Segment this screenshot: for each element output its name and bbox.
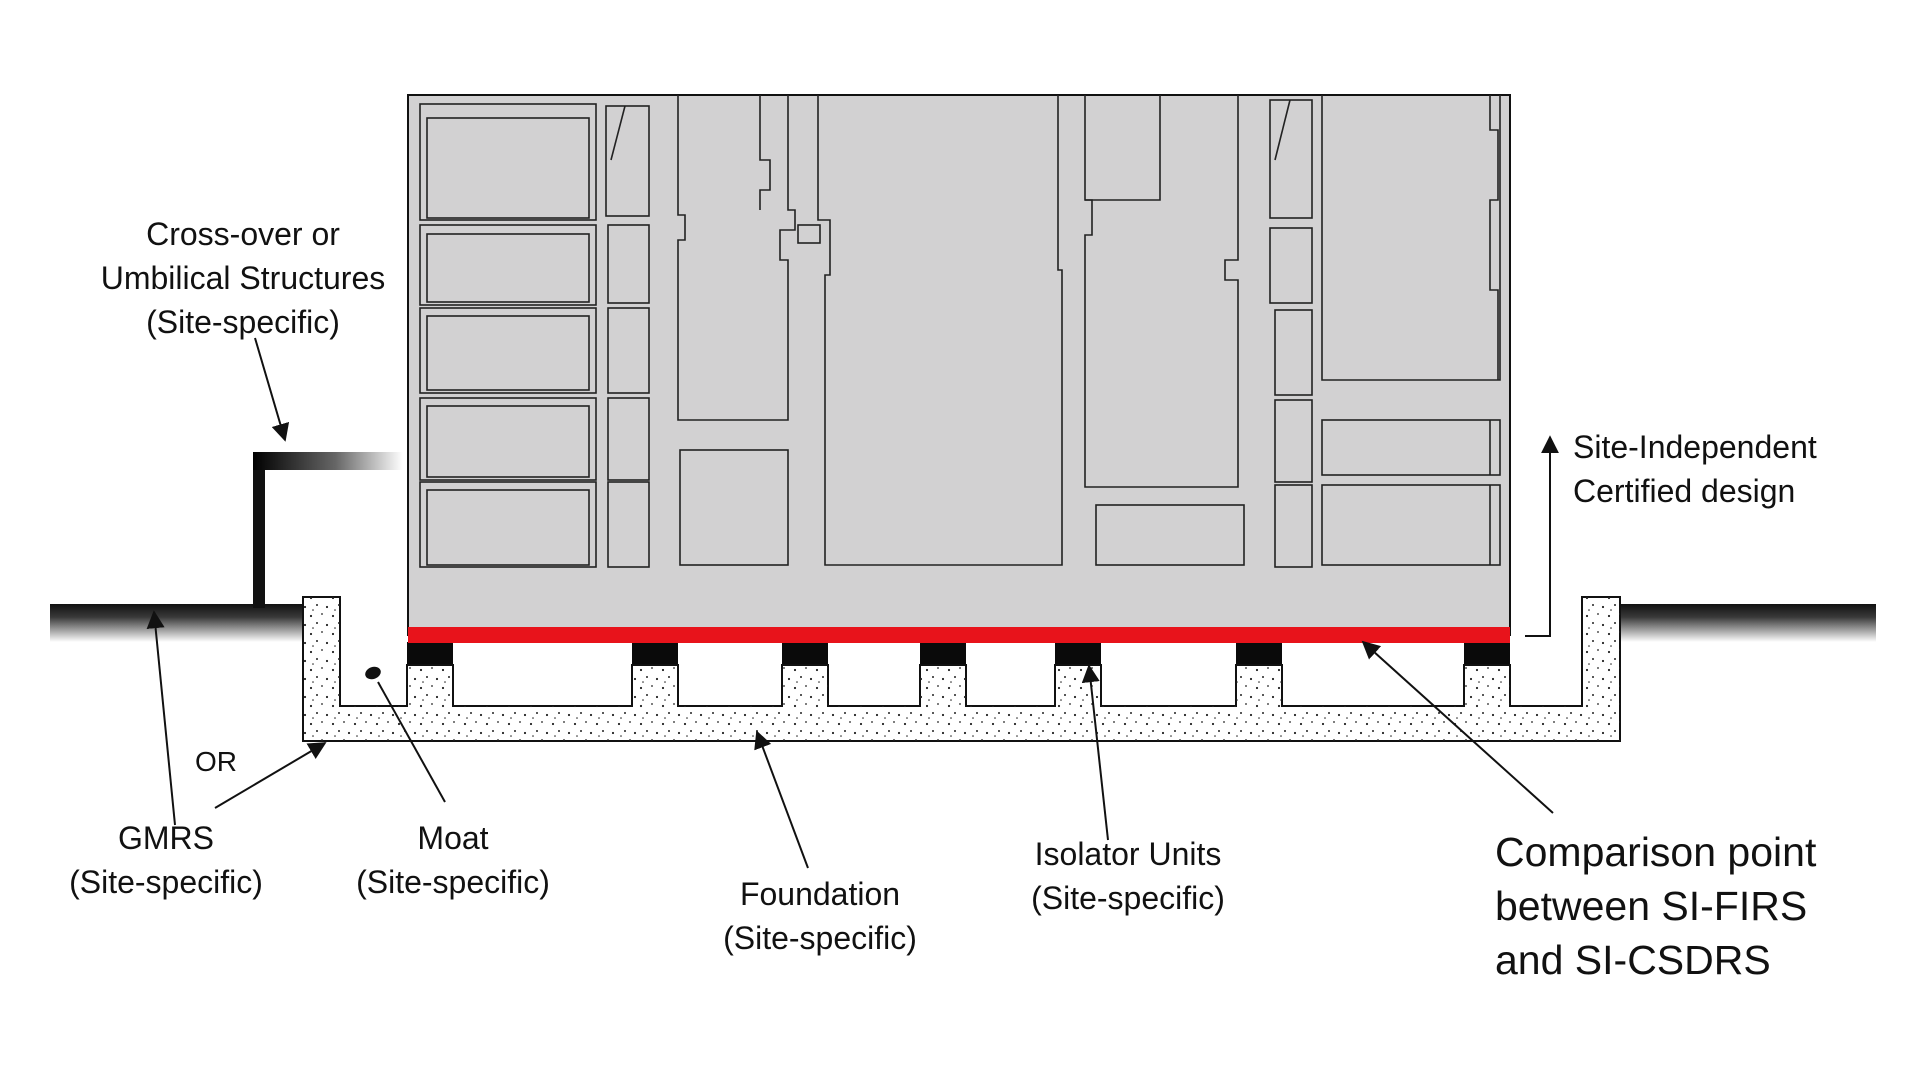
crossover-label-line: Cross-over or (146, 216, 340, 252)
ground-left (50, 604, 303, 642)
site-independent-line: Certified design (1573, 473, 1796, 509)
ground-right (1618, 604, 1876, 642)
isolator-unit (632, 642, 678, 664)
isolator-label: Isolator Units (Site-specific) (1008, 832, 1248, 920)
comparison-label-line: Comparison point (1495, 829, 1817, 875)
isolator-unit (782, 642, 828, 664)
gmrs-label-line: GMRS (118, 820, 214, 856)
foundation-label-line: (Site-specific) (723, 920, 917, 956)
isolator-unit (407, 642, 453, 664)
moat-leader (377, 681, 446, 803)
isolator-unit (1236, 642, 1282, 664)
comparison-label-line: between SI-FIRS (1495, 883, 1808, 929)
moat-label-line: (Site-specific) (356, 864, 550, 900)
crossover-label-line: Umbilical Structures (100, 260, 386, 296)
comparison-leader (1361, 640, 1554, 814)
comparison-label-line: and SI-CSDRS (1495, 937, 1771, 983)
site-independent-arrow (1525, 435, 1559, 637)
isolator-label-line: Isolator Units (1034, 836, 1222, 872)
gmrs-leader-ground (146, 610, 176, 826)
gmrs-label: GMRS (Site-specific) (48, 816, 284, 904)
comparison-label: Comparison point between SI-FIRS and SI-… (1495, 825, 1816, 987)
foundation-leader (754, 730, 809, 869)
crossover-label-line: (Site-specific) (146, 304, 340, 340)
gmrs-leader-foundation (214, 742, 327, 809)
isolator-unit (920, 642, 966, 664)
crossover-label: Cross-over or Umbilical Structures (Site… (78, 212, 408, 344)
reactor-building (407, 94, 1511, 636)
foundation-concrete-texture (303, 597, 1620, 741)
comparison-plane (408, 627, 1510, 643)
or-label: OR (195, 746, 237, 777)
site-independent-label: Site-Independent Certified design (1573, 425, 1817, 513)
isolator-unit (1055, 642, 1101, 664)
isolator-label-line: (Site-specific) (1031, 880, 1225, 916)
site-independent-line: Site-Independent (1573, 429, 1817, 465)
moat-marker (365, 666, 381, 680)
foundation-label-line: Foundation (739, 876, 901, 912)
foundation-label: Foundation (Site-specific) (700, 872, 940, 960)
crossover-leader (254, 337, 290, 442)
umbilical-structure (253, 452, 403, 608)
moat-label-line: Moat (417, 820, 489, 856)
isolator-unit (1464, 642, 1510, 664)
isolator-leader (1081, 664, 1109, 841)
moat-label: Moat (Site-specific) (338, 816, 568, 904)
leader-lines (146, 337, 1554, 869)
gmrs-label-line: (Site-specific) (69, 864, 263, 900)
isolator-units (407, 642, 1510, 664)
